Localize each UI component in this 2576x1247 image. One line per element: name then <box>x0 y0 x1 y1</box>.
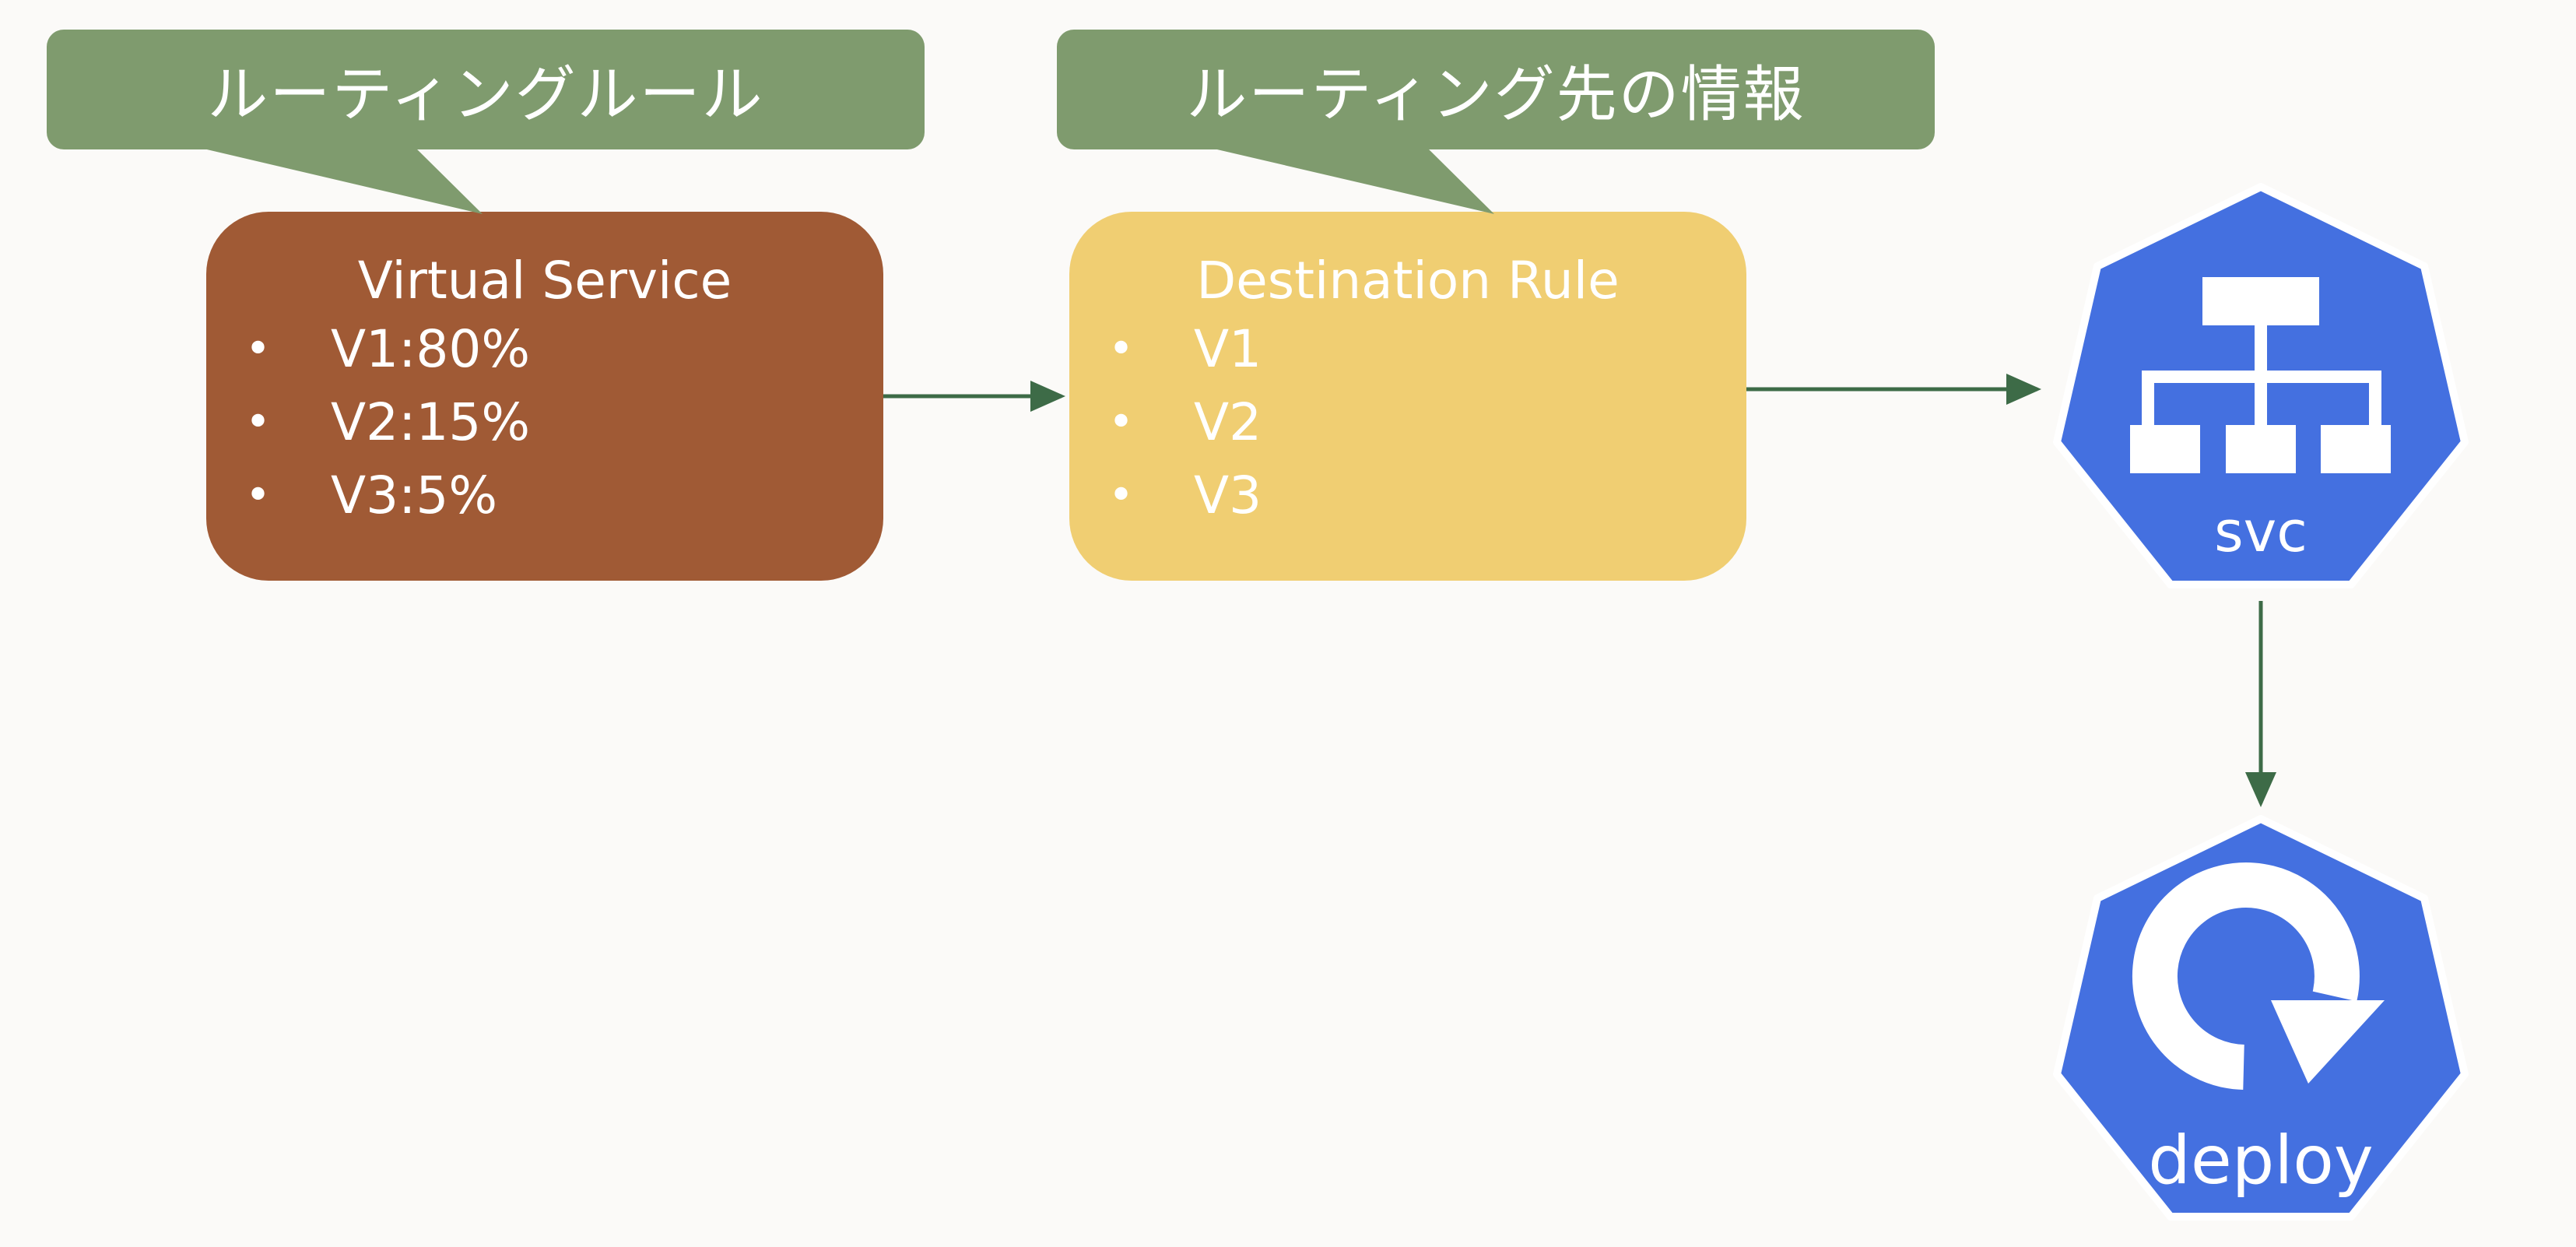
bullet-icon: • <box>1108 324 1135 374</box>
virtual-service-box: Virtual Service •V1:80% •V2:15% •V3:5% <box>206 212 883 581</box>
bullet-icon: • <box>245 470 272 521</box>
rotate-arrow-icon <box>2132 862 2385 1090</box>
list-item: •V2 <box>1108 386 1262 459</box>
destination-rule-title: Destination Rule <box>1196 251 1620 311</box>
callout-routing-rule-text: ルーティングルール <box>207 60 764 130</box>
destination-rule-list: •V1 •V2 •V3 <box>1108 313 1262 532</box>
deploy-node: deploy <box>2053 815 2469 1221</box>
virtual-service-list: •V1:80% •V2:15% •V3:5% <box>245 313 530 532</box>
bullet-icon: • <box>245 324 272 374</box>
deploy-label: deploy <box>2148 1122 2374 1200</box>
bullet-icon: • <box>1108 470 1135 521</box>
bullet-icon: • <box>245 397 272 448</box>
bullet-icon: • <box>1108 397 1135 448</box>
virtual-service-title: Virtual Service <box>357 251 732 311</box>
callout-destination-info: ルーティング先の情報 <box>1057 30 1935 149</box>
svc-label: svc <box>2214 499 2308 564</box>
service-tree-icon <box>2130 277 2391 473</box>
list-item: •V3:5% <box>245 459 530 532</box>
list-item: •V2:15% <box>245 386 530 459</box>
list-item: •V3 <box>1108 459 1262 532</box>
svc-node: svc <box>2053 183 2469 588</box>
callout-destination-info-text: ルーティング先の情報 <box>1186 60 1806 130</box>
destination-rule-box: Destination Rule •V1 •V2 •V3 <box>1069 212 1746 581</box>
callout-routing-rule: ルーティングルール <box>47 30 925 149</box>
list-item: •V1 <box>1108 313 1262 386</box>
list-item: •V1:80% <box>245 313 530 386</box>
